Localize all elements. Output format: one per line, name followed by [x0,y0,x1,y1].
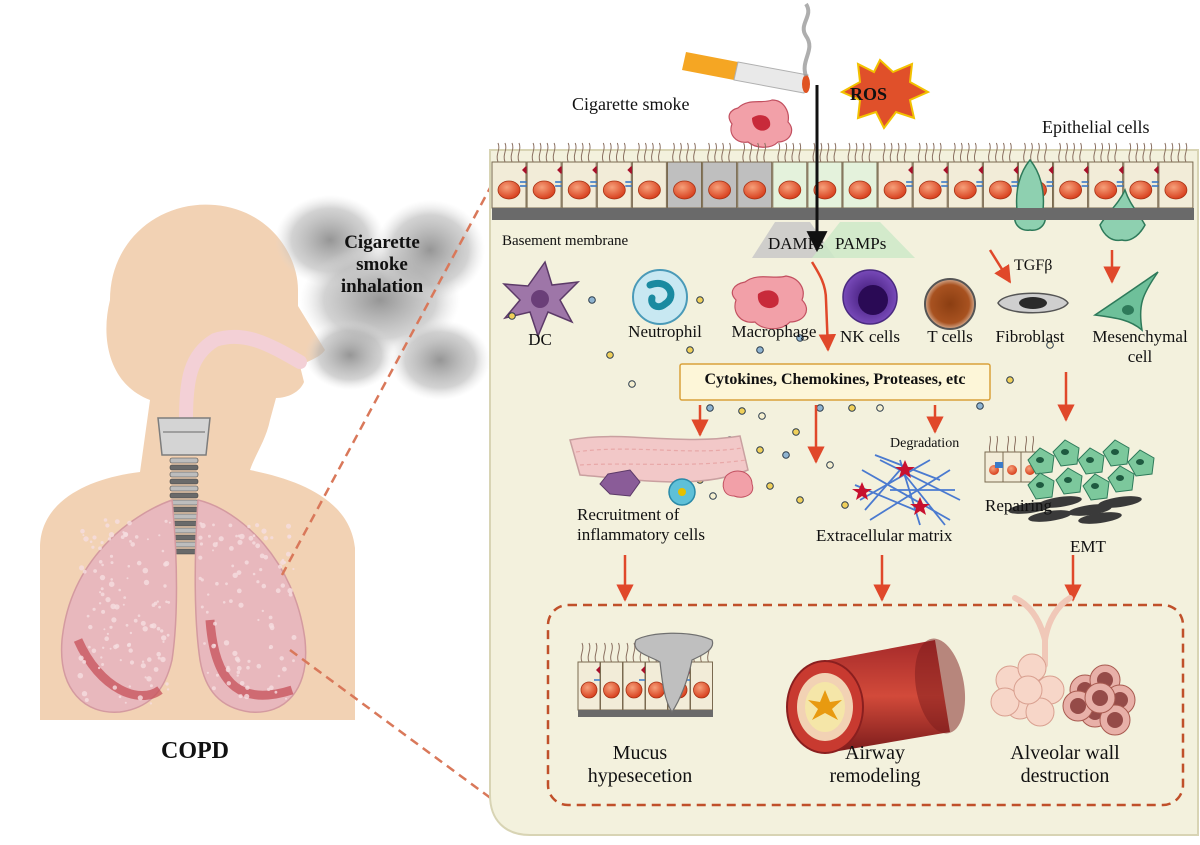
inhalation-line-2: smoke [356,253,408,275]
ros-burst [839,58,931,130]
recruitment-line-2: inflammatory cells [577,524,705,544]
trachea [169,457,199,555]
airway [179,329,307,427]
recruitment-line-1: Recruitment of [577,505,680,524]
pamps-label: PAMPs [835,234,887,253]
degradation-label: Degradation [890,436,960,451]
airway-outcome-label: Airway remodeling [800,742,950,788]
repairing-label: Repairing [985,496,1053,515]
macrophage-label: Macrophage [731,322,817,341]
cigarette [682,2,812,94]
pamps-fan [812,222,915,258]
epithelium-layer [491,142,1194,242]
degradation-star-3 [910,497,930,515]
inhalation-line-3: inhalation [340,275,424,297]
migrating-dc [599,469,641,497]
degradation-star-2 [852,482,872,500]
degradation-star-1 [895,460,915,478]
arrow-to-mediators [810,261,837,352]
alveolar-line-2: destruction [1020,765,1110,787]
ecm-label: Extracellular matrix [816,526,953,545]
lung-texture [77,518,297,705]
mucus-line-1: Mucus [612,742,668,764]
epithelial-cells-label: Epithelial cells [1042,117,1150,137]
larynx [157,417,211,456]
mediators-box [679,363,991,401]
mesenchymal-line-2: cell [1127,346,1153,366]
blood-vessel [569,435,749,483]
airway-line-2: remodeling [829,765,921,787]
fibroblast-cell [997,292,1069,314]
dc-cell [502,260,581,339]
neutrophil-label: Neutrophil [628,322,702,341]
mediators-label: Cytokines, Chemokines, Proteases, etc [704,371,966,388]
macrophage-cell [731,275,807,330]
t-cells-label: T cells [927,327,973,346]
outcomes-box [546,603,1185,807]
mucus-line-2: hypesecetion [587,765,693,787]
alveoli [990,595,1136,736]
neutrophil-cell [632,269,688,325]
migrating-macrophage [722,470,754,498]
zoom-line-top [280,187,492,576]
cigarette-smoke-label: Cigarette smoke [572,94,690,114]
emt-cluster [984,435,1155,524]
inhalation-label: Cigarette smoke inhalation [312,232,452,298]
right-lung [194,499,307,713]
mucus-blob [634,632,714,714]
recruitment-label: Recruitment of inflammatory cells [577,505,705,544]
arrow-tgfb [988,249,1012,284]
migrating-neutrophil [668,478,696,506]
human-figure [40,195,490,720]
mesenchymal-label: Mesenchymal cell [1085,327,1195,366]
inhalation-line-1: Cigarette [344,232,420,253]
alveolar-outcome-label: Alveolar wall destruction [975,742,1155,788]
alveolar-line-1: Alveolar wall [1010,742,1120,764]
airway-tube [786,638,966,754]
nk-cells-label: NK cells [840,327,900,346]
emt-label: EMT [1070,537,1106,556]
nk-cell [842,269,898,325]
dc-label: DC [528,330,552,349]
lungs [60,498,307,713]
mucus-outcome-label: Mucus hypesecetion [565,742,715,788]
copd-label: COPD [161,738,229,764]
damps-label: DAMPs [768,234,824,253]
smoke-cloud [275,195,490,400]
mesenchymal-cell [1092,271,1159,332]
fibroblast-label: Fibroblast [995,327,1065,346]
mesenchymal-line-1: Mesenchymal [1092,327,1188,346]
airway-line-1: Airway [845,742,905,764]
basement-membrane-label: Basement membrane [502,233,629,249]
zoom-line-bottom [289,648,501,807]
tgfb-label: TGFβ [1014,257,1053,274]
ros-label: ROS [850,84,888,104]
t-cell [924,278,976,330]
basement-membrane [492,208,1194,220]
